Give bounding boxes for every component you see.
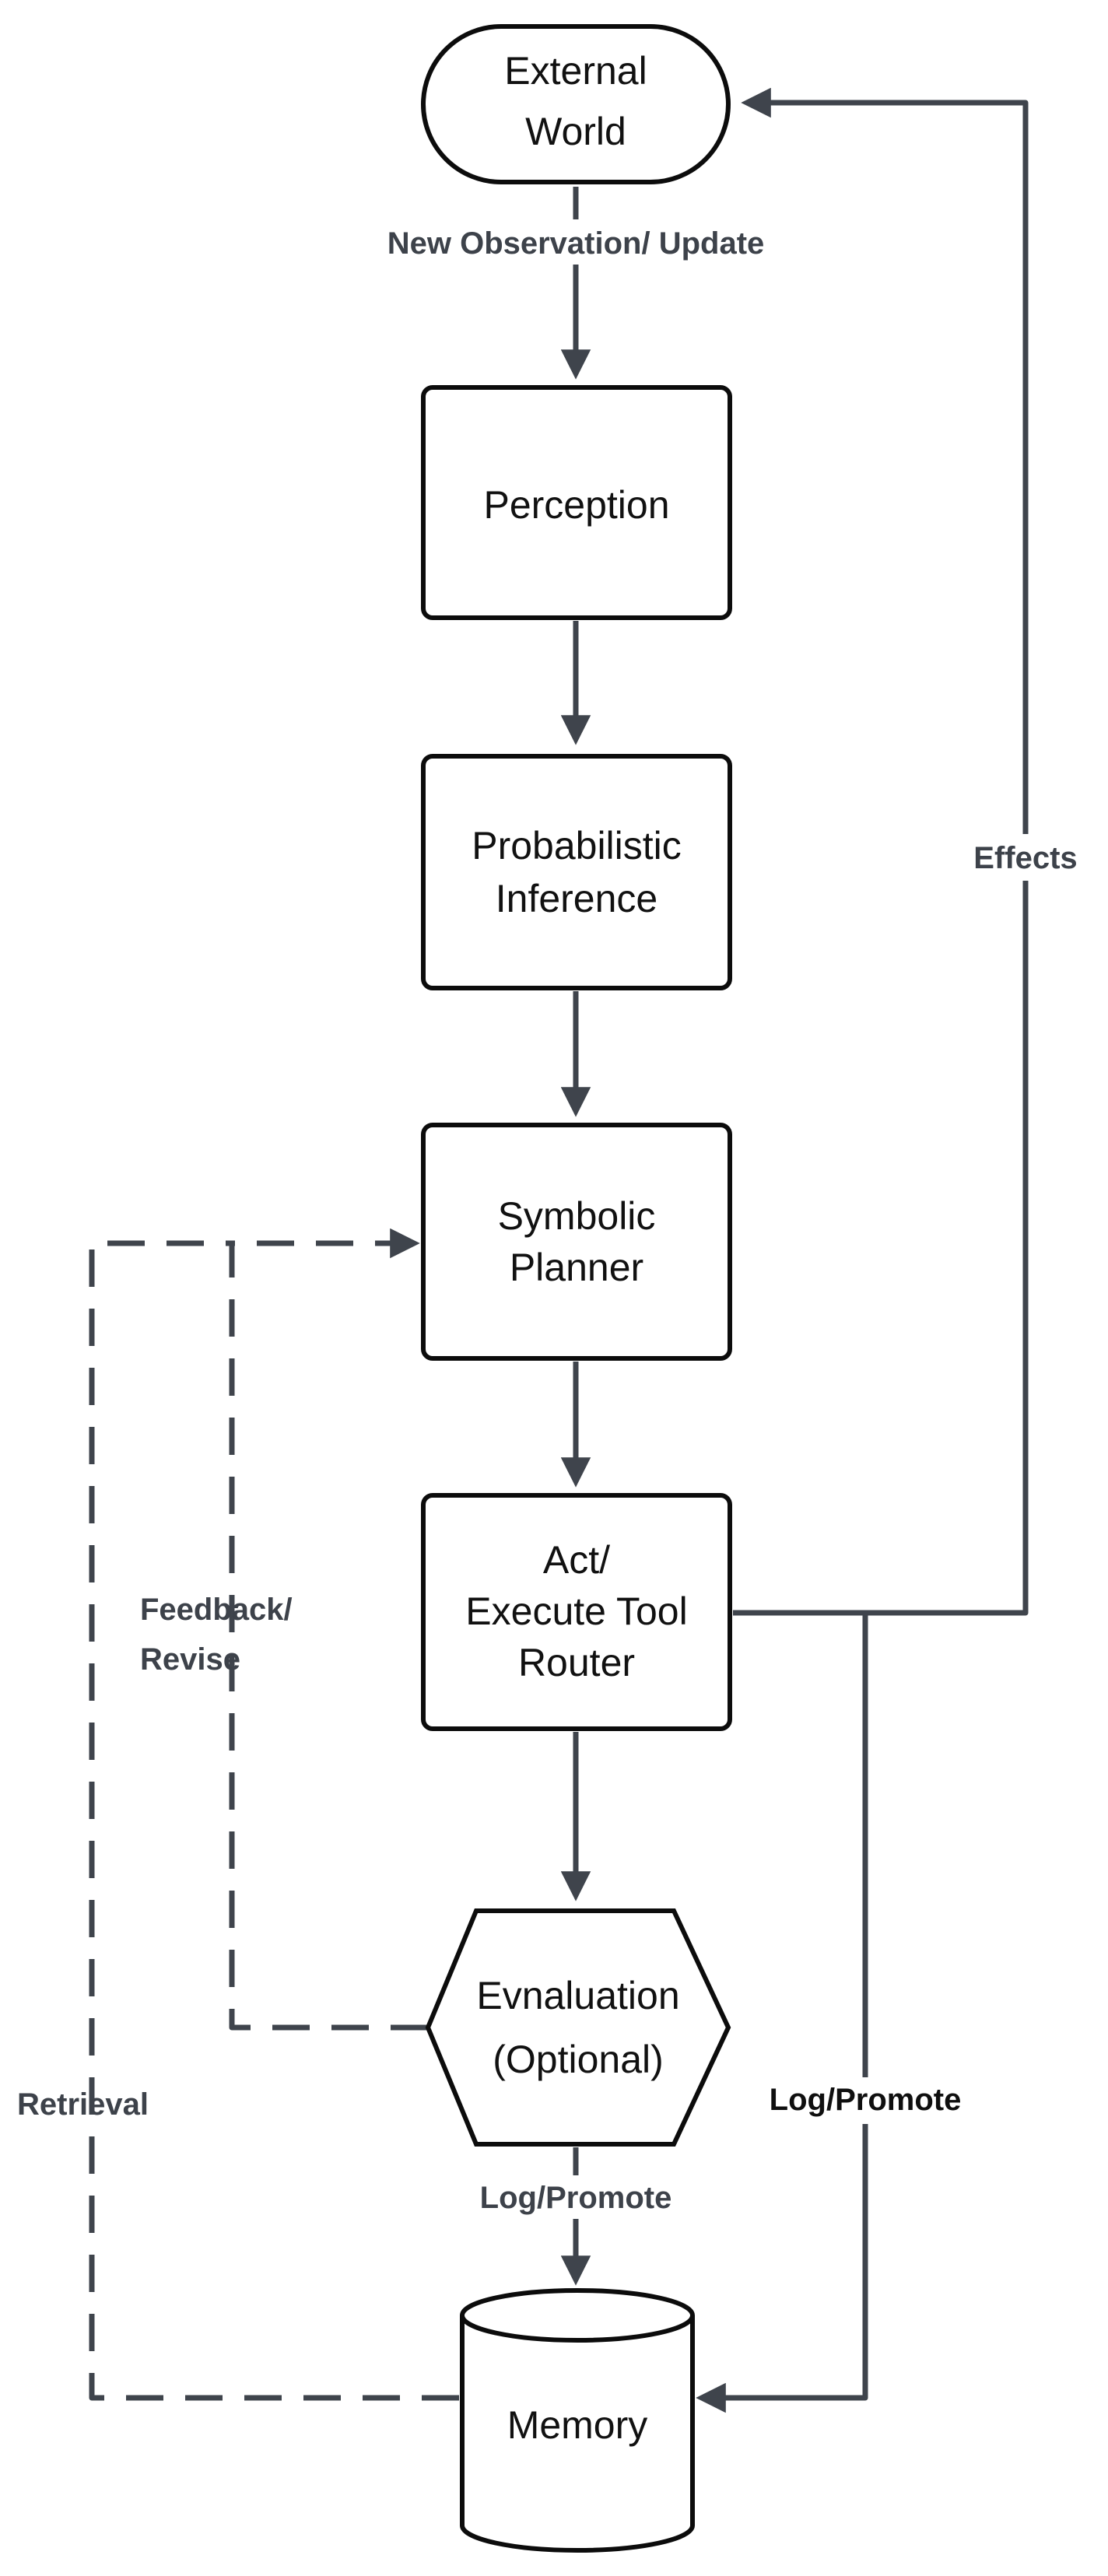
edge-feedback — [229, 1228, 428, 2031]
label-log-promote-act: Log/Promote — [770, 2083, 962, 2117]
act-line3: Router — [518, 1641, 635, 1684]
memory-label: Memory — [507, 2403, 648, 2447]
planner-line1: Symbolic — [498, 1194, 656, 1238]
label-retrieval: Retrieval — [17, 2087, 149, 2122]
act-line2: Execute Tool — [465, 1589, 687, 1633]
label-log-promote-eval: Log/Promote — [480, 2181, 672, 2215]
node-act-router: Act/ Execute Tool Router — [421, 1493, 732, 1731]
inference-line2: Inference — [496, 877, 657, 920]
node-symbolic-planner: Symbolic Planner — [421, 1123, 732, 1361]
external-world-line2: World — [525, 110, 626, 153]
planner-line2: Planner — [510, 1246, 643, 1289]
edge-retrieval — [89, 1240, 459, 2401]
label-observation: New Observation/ Update — [387, 226, 765, 261]
label-feedback-line1: Feedback/ — [140, 1593, 293, 1627]
evaluation-line2: (Optional) — [493, 2038, 664, 2081]
perception-label: Perception — [483, 483, 669, 527]
node-external-world: External World — [421, 24, 731, 184]
node-evaluation: Evnaluation (Optional) — [425, 1908, 731, 2147]
label-feedback-line2: Revise — [140, 1642, 240, 1677]
evaluation-line1: Evnaluation — [476, 1974, 679, 2017]
node-memory: Memory — [460, 2288, 695, 2553]
node-probabilistic-inference: Probabilistic Inference — [421, 754, 732, 990]
external-world-line1: External — [504, 49, 647, 93]
node-perception: Perception — [421, 385, 732, 620]
inference-line1: Probabilistic — [472, 824, 682, 867]
act-line1: Act/ — [543, 1538, 610, 1582]
edge-act-log-promote — [696, 1613, 868, 2413]
label-effects: Effects — [973, 841, 1077, 875]
